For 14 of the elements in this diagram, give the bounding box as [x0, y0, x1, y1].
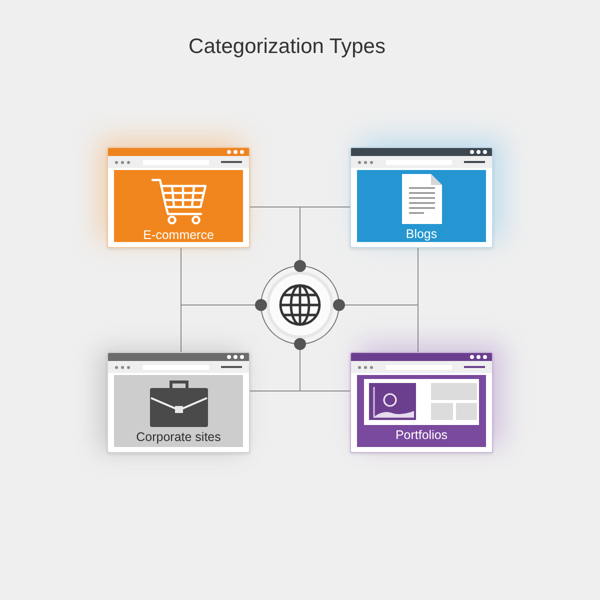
connector-line — [344, 248, 418, 306]
connector-line — [250, 206, 300, 260]
diagram-title: Categorization Types — [188, 34, 386, 59]
connector-line — [300, 350, 350, 392]
category-label: Blogs — [406, 227, 438, 241]
connector-line — [180, 304, 256, 352]
browser-window — [350, 352, 493, 453]
category-label: E-commerce — [143, 228, 214, 242]
browser-window — [107, 352, 250, 453]
category-label: Corporate sites — [136, 430, 221, 444]
browser-window — [350, 147, 493, 248]
category-label: Portfolios — [395, 428, 448, 442]
browser-window — [107, 147, 250, 248]
hub-circle — [255, 260, 345, 350]
